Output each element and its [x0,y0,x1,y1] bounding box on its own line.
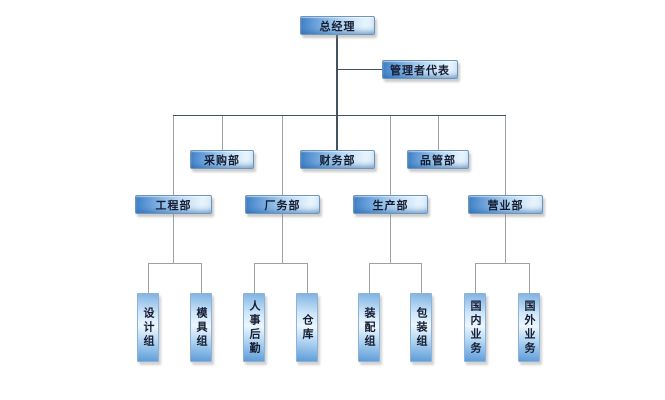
connector-drop-hr-logistics [254,263,255,293]
connector-main-bus [173,115,506,116]
connector-drop-packing-team [421,263,422,293]
node-quality-dept: 品管部 [407,150,469,169]
connector-drop-sales [505,116,506,195]
node-warehouse: 仓库 [296,293,318,362]
connector-drop-assembly-team [369,263,370,293]
node-packing-team: 包装组 [410,293,432,362]
connector-factory-affairs-bus [254,263,308,264]
connector-drop-domestic-business [475,263,476,293]
node-design-team: 设计组 [137,293,159,362]
connector-drop-production [390,116,391,195]
connector-factory-affairs-stem [282,214,283,263]
node-finance-dept: 财务部 [300,150,375,169]
node-assembly-team: 装配组 [358,293,380,362]
node-general-manager: 总经理 [300,16,375,35]
node-sales-dept: 营业部 [468,195,543,214]
connector-drop-design-team [148,263,149,293]
node-purchasing-dept: 采购部 [190,150,254,169]
connector-engineering-stem [173,214,174,263]
node-domestic-business: 国内业务 [464,293,486,362]
node-overseas-business: 国外业务 [518,293,540,362]
node-hr-logistics-team: 人事后勤 [243,293,265,362]
connector-sales-stem [505,214,506,263]
connector-production-stem [390,214,391,263]
node-mold-team: 模具组 [190,293,212,362]
node-management-representative: 管理者代表 [382,60,458,79]
node-production-dept: 生产部 [353,195,428,214]
connector-production-bus [369,263,422,264]
connector-drop-overseas-business [529,263,530,293]
connector-management-representative-branch [338,69,382,70]
connector-drop-purchasing [222,116,223,150]
connector-drop-warehouse [307,263,308,293]
connector-drop-engineering [173,116,174,195]
node-factory-affairs-dept: 厂务部 [245,195,320,214]
connector-sales-bus [475,263,530,264]
connector-root-trunk [336,35,338,150]
connector-drop-quality [438,116,439,150]
connector-drop-mold-team [201,263,202,293]
connector-engineering-bus [148,263,202,264]
connector-drop-factory-affairs [282,116,283,195]
node-engineering-dept: 工程部 [135,195,212,214]
